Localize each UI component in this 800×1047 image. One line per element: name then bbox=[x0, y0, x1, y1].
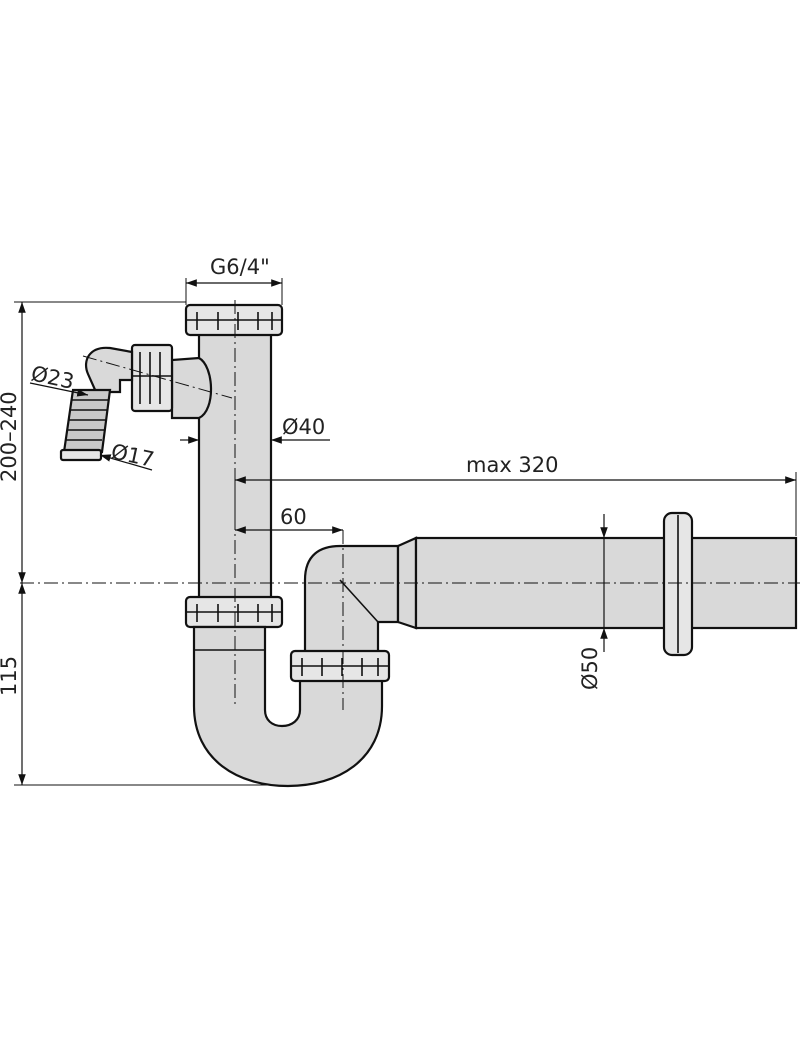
riser-elbow bbox=[303, 544, 400, 657]
vertical-pipe bbox=[197, 328, 273, 604]
riser-nut bbox=[289, 649, 391, 683]
height-range-label: 200–240 bbox=[0, 391, 21, 482]
height-lower-label: 115 bbox=[0, 656, 21, 696]
side-inlet bbox=[59, 343, 213, 462]
wall-flange bbox=[662, 511, 694, 657]
outlet-diameter-label: Ø50 bbox=[578, 647, 602, 690]
thread-size-label: G6/4" bbox=[210, 255, 270, 279]
vertical-pipe-diameter-label: Ø40 bbox=[282, 415, 325, 439]
outlet-length-label: max 320 bbox=[466, 453, 559, 477]
middle-nut bbox=[184, 595, 284, 629]
top-nut bbox=[184, 303, 284, 337]
offset-label: 60 bbox=[280, 505, 307, 529]
u-bend bbox=[192, 625, 384, 788]
inlet-outer-diameter-label: Ø23 bbox=[29, 361, 76, 393]
dimension-lines bbox=[18, 279, 796, 785]
inlet-inner-diameter-label: Ø17 bbox=[109, 439, 156, 471]
center-lines bbox=[20, 300, 800, 710]
